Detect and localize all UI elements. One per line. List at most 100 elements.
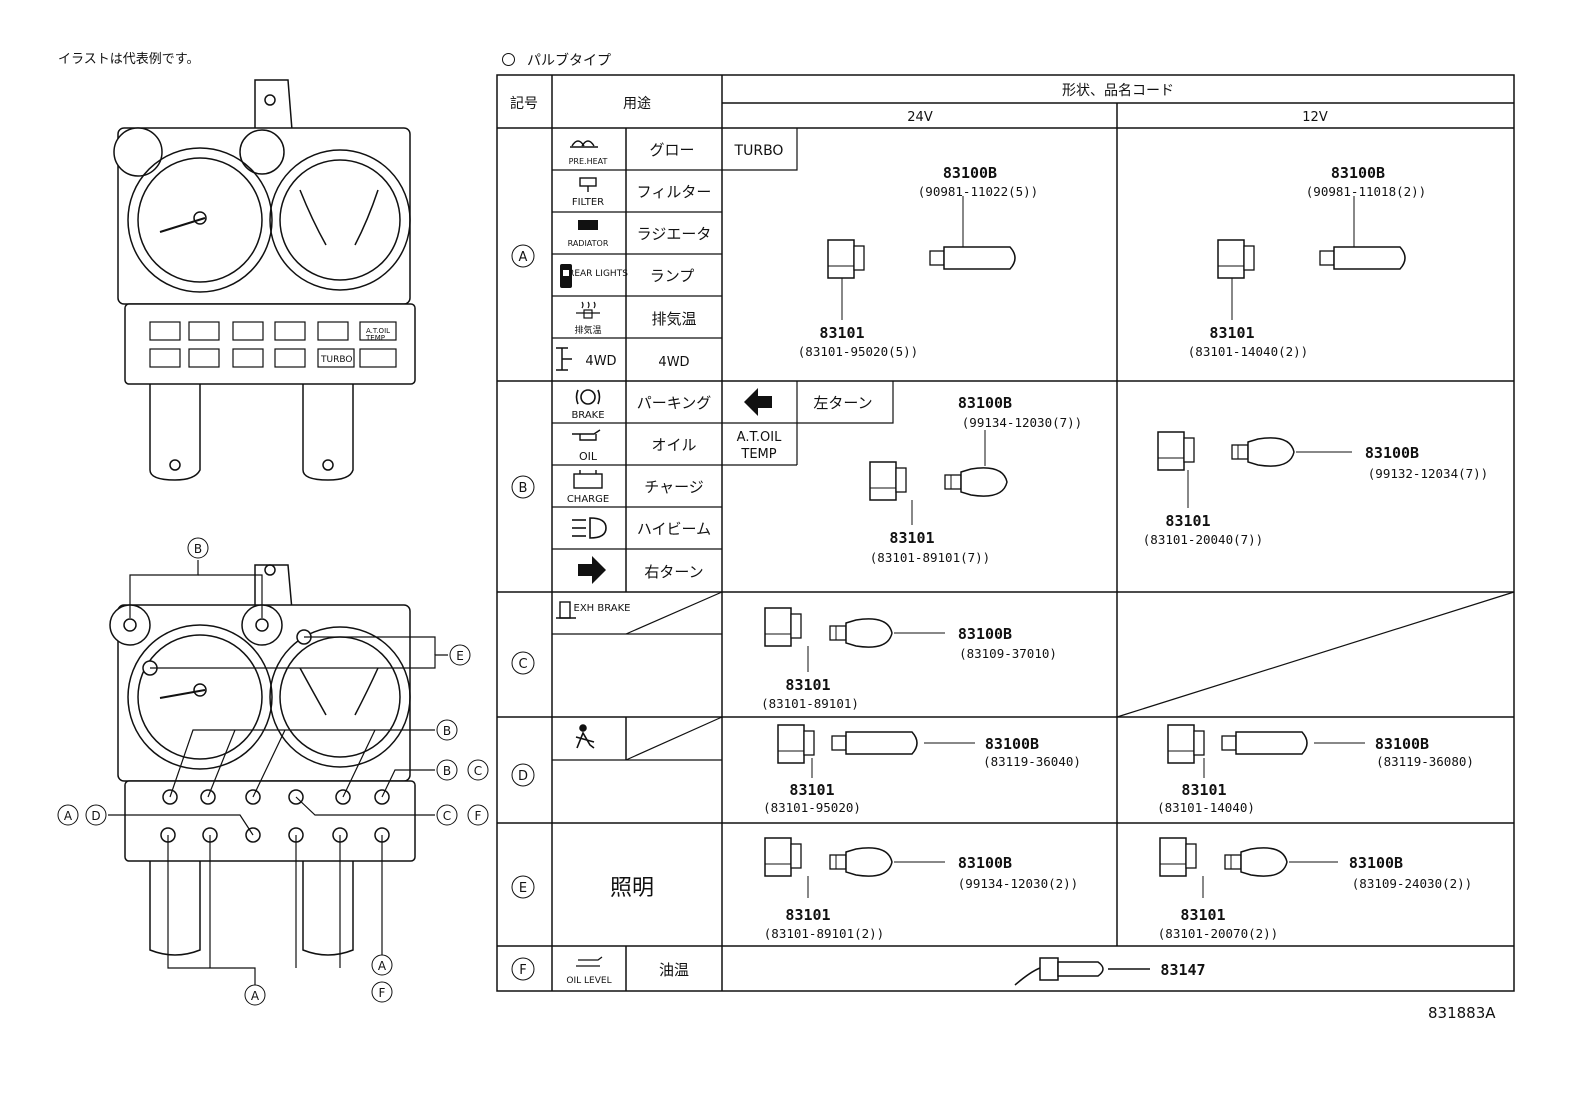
row-letter-b: B bbox=[511, 475, 535, 499]
brake-icon bbox=[575, 389, 601, 405]
usage-illumination: 照明 bbox=[610, 876, 654, 901]
callout-c-f-f: F bbox=[467, 804, 489, 826]
usage-4wd: 4WD bbox=[658, 355, 689, 370]
row-b-usages: BRAKE パーキング OIL オイル CHARGE チャージ ハイビーム 右タ… bbox=[567, 389, 711, 584]
high-beam-icon bbox=[572, 517, 607, 539]
meter-panel-bottom bbox=[108, 560, 448, 985]
usage-charge: チャージ bbox=[644, 478, 704, 496]
svg-text:F: F bbox=[475, 809, 482, 823]
header-12v: 12V bbox=[1302, 110, 1328, 125]
usage-exhaust-temp: 排気温 bbox=[651, 310, 696, 328]
e12-socket-number: 83101 bbox=[1180, 906, 1225, 924]
svg-text:A: A bbox=[378, 959, 387, 973]
row-letter-d: D bbox=[511, 763, 535, 787]
socket-d12-icon bbox=[1167, 724, 1205, 764]
svg-text:F: F bbox=[379, 986, 386, 1000]
charge-icon bbox=[573, 470, 603, 489]
usage-high-beam: ハイビーム bbox=[637, 520, 711, 538]
table-title-text: パルブタイプ bbox=[527, 53, 611, 69]
filter-icon bbox=[579, 177, 597, 192]
svg-text:A: A bbox=[519, 250, 528, 265]
a12-socket-number: 83101 bbox=[1209, 324, 1254, 342]
part-d24: 83100B (83119-36040) 83101 (83101-95020) bbox=[763, 724, 1081, 815]
table-grid bbox=[496, 74, 1515, 992]
label-radiator: RADIATOR bbox=[568, 239, 609, 248]
bulb-b24-icon bbox=[944, 467, 1008, 497]
part-a12: 83100B (90981-11018(2)) 83101 (83101-140… bbox=[1188, 164, 1426, 359]
svg-text:B: B bbox=[443, 764, 451, 778]
e12-bulb-number: 83100B bbox=[1349, 854, 1403, 872]
part-c24: 83100B (83109-37010) 83101 (83101-89101) bbox=[761, 607, 1057, 711]
socket-c24-icon bbox=[764, 607, 802, 647]
svg-text:B: B bbox=[519, 481, 528, 496]
d12-socket-number: 83101 bbox=[1181, 781, 1226, 799]
callout-b-mid: B bbox=[436, 719, 458, 741]
svg-text:F: F bbox=[519, 963, 526, 978]
illustration-note: イラストは代表例です。 bbox=[58, 52, 200, 67]
d24-socket-code: (83101-95020) bbox=[763, 800, 861, 815]
usage-right-turn: 右ターン bbox=[644, 563, 703, 581]
d12-bulb-code: (83119-36080) bbox=[1376, 754, 1474, 769]
socket-e12-icon bbox=[1159, 837, 1197, 877]
callout-a-right: A bbox=[371, 954, 393, 976]
left-turn-icon bbox=[744, 388, 772, 416]
c24-bulb-code: (83109-37010) bbox=[959, 646, 1057, 661]
socket-b24-icon bbox=[869, 461, 907, 501]
svg-text:C: C bbox=[474, 764, 482, 778]
b12-bulb-number: 83100B bbox=[1365, 444, 1419, 462]
svg-text:B: B bbox=[194, 542, 202, 556]
d24-bulb-code: (83119-36040) bbox=[983, 754, 1081, 769]
bulb-d12-icon bbox=[1221, 731, 1308, 755]
callout-c-f-c: C bbox=[436, 804, 458, 826]
socket-a12-icon bbox=[1217, 239, 1255, 279]
oil-icon bbox=[572, 429, 601, 441]
usage-lamp: ランプ bbox=[650, 267, 695, 285]
part-d12: 83100B (83119-36080) 83101 (83101-14040) bbox=[1157, 724, 1474, 815]
label-filter: FILTER bbox=[572, 197, 604, 208]
svg-text:E: E bbox=[456, 649, 464, 663]
socket-e24-icon bbox=[764, 837, 802, 877]
bulb-a12-icon bbox=[1319, 246, 1406, 270]
svg-text:C: C bbox=[518, 657, 527, 672]
row-letter-e: E bbox=[511, 875, 535, 899]
header-symbol: 記号 bbox=[510, 95, 538, 112]
callout-f-right: F bbox=[371, 981, 393, 1003]
e12-socket-code: (83101-20070(2)) bbox=[1158, 926, 1278, 941]
header-shape: 形状、品名コード bbox=[1062, 83, 1174, 99]
reference-code: 831883A bbox=[1428, 1004, 1496, 1022]
d12-bulb-number: 83100B bbox=[1375, 735, 1429, 753]
usage-oil: オイル bbox=[651, 436, 696, 454]
callout-e: E bbox=[449, 644, 471, 666]
exh-brake-icon bbox=[556, 601, 576, 619]
e24-bulb-number: 83100B bbox=[958, 854, 1012, 872]
c24-bulb-number: 83100B bbox=[958, 625, 1012, 643]
a24-socket-number: 83101 bbox=[819, 324, 864, 342]
preheat-icon bbox=[570, 140, 598, 148]
callout-a-d-d: D bbox=[85, 804, 107, 826]
d24-bulb-number: 83100B bbox=[985, 735, 1039, 753]
callout-a-bottom: A bbox=[244, 984, 266, 1006]
turbo-label: TURBO bbox=[734, 143, 784, 159]
b24-bulb-code: (99134-12030(7)) bbox=[962, 415, 1082, 430]
label-oil-level: OIL LEVEL bbox=[566, 976, 611, 986]
header-24v: 24V bbox=[907, 110, 933, 125]
a12-bulb-number: 83100B bbox=[1331, 164, 1385, 182]
right-turn-icon bbox=[578, 556, 606, 584]
svg-text:C: C bbox=[443, 809, 451, 823]
svg-text:B: B bbox=[443, 724, 451, 738]
label-preheat: PRE.HEAT bbox=[569, 157, 608, 166]
callout-b-top: B bbox=[187, 537, 209, 559]
table-title: パルブタイプ bbox=[502, 50, 611, 70]
b12-socket-number: 83101 bbox=[1165, 512, 1210, 530]
at-oil-temp-label: TEMP bbox=[740, 447, 776, 462]
f-bulb-number: 83147 bbox=[1160, 961, 1205, 979]
left-turn-label: 左ターン bbox=[813, 394, 872, 412]
bulb-d24-icon bbox=[831, 731, 918, 755]
svg-text:D: D bbox=[518, 769, 528, 784]
row-letters: A B C D E F bbox=[511, 244, 535, 981]
label-rear-lights: REAR LIGHTS bbox=[568, 269, 628, 279]
bulb-e24-icon bbox=[829, 847, 893, 877]
e24-bulb-code: (99134-12030(2)) bbox=[958, 876, 1078, 891]
usage-oil-temp: 油温 bbox=[659, 961, 689, 979]
e12-bulb-code: (83109-24030(2)) bbox=[1352, 876, 1472, 891]
